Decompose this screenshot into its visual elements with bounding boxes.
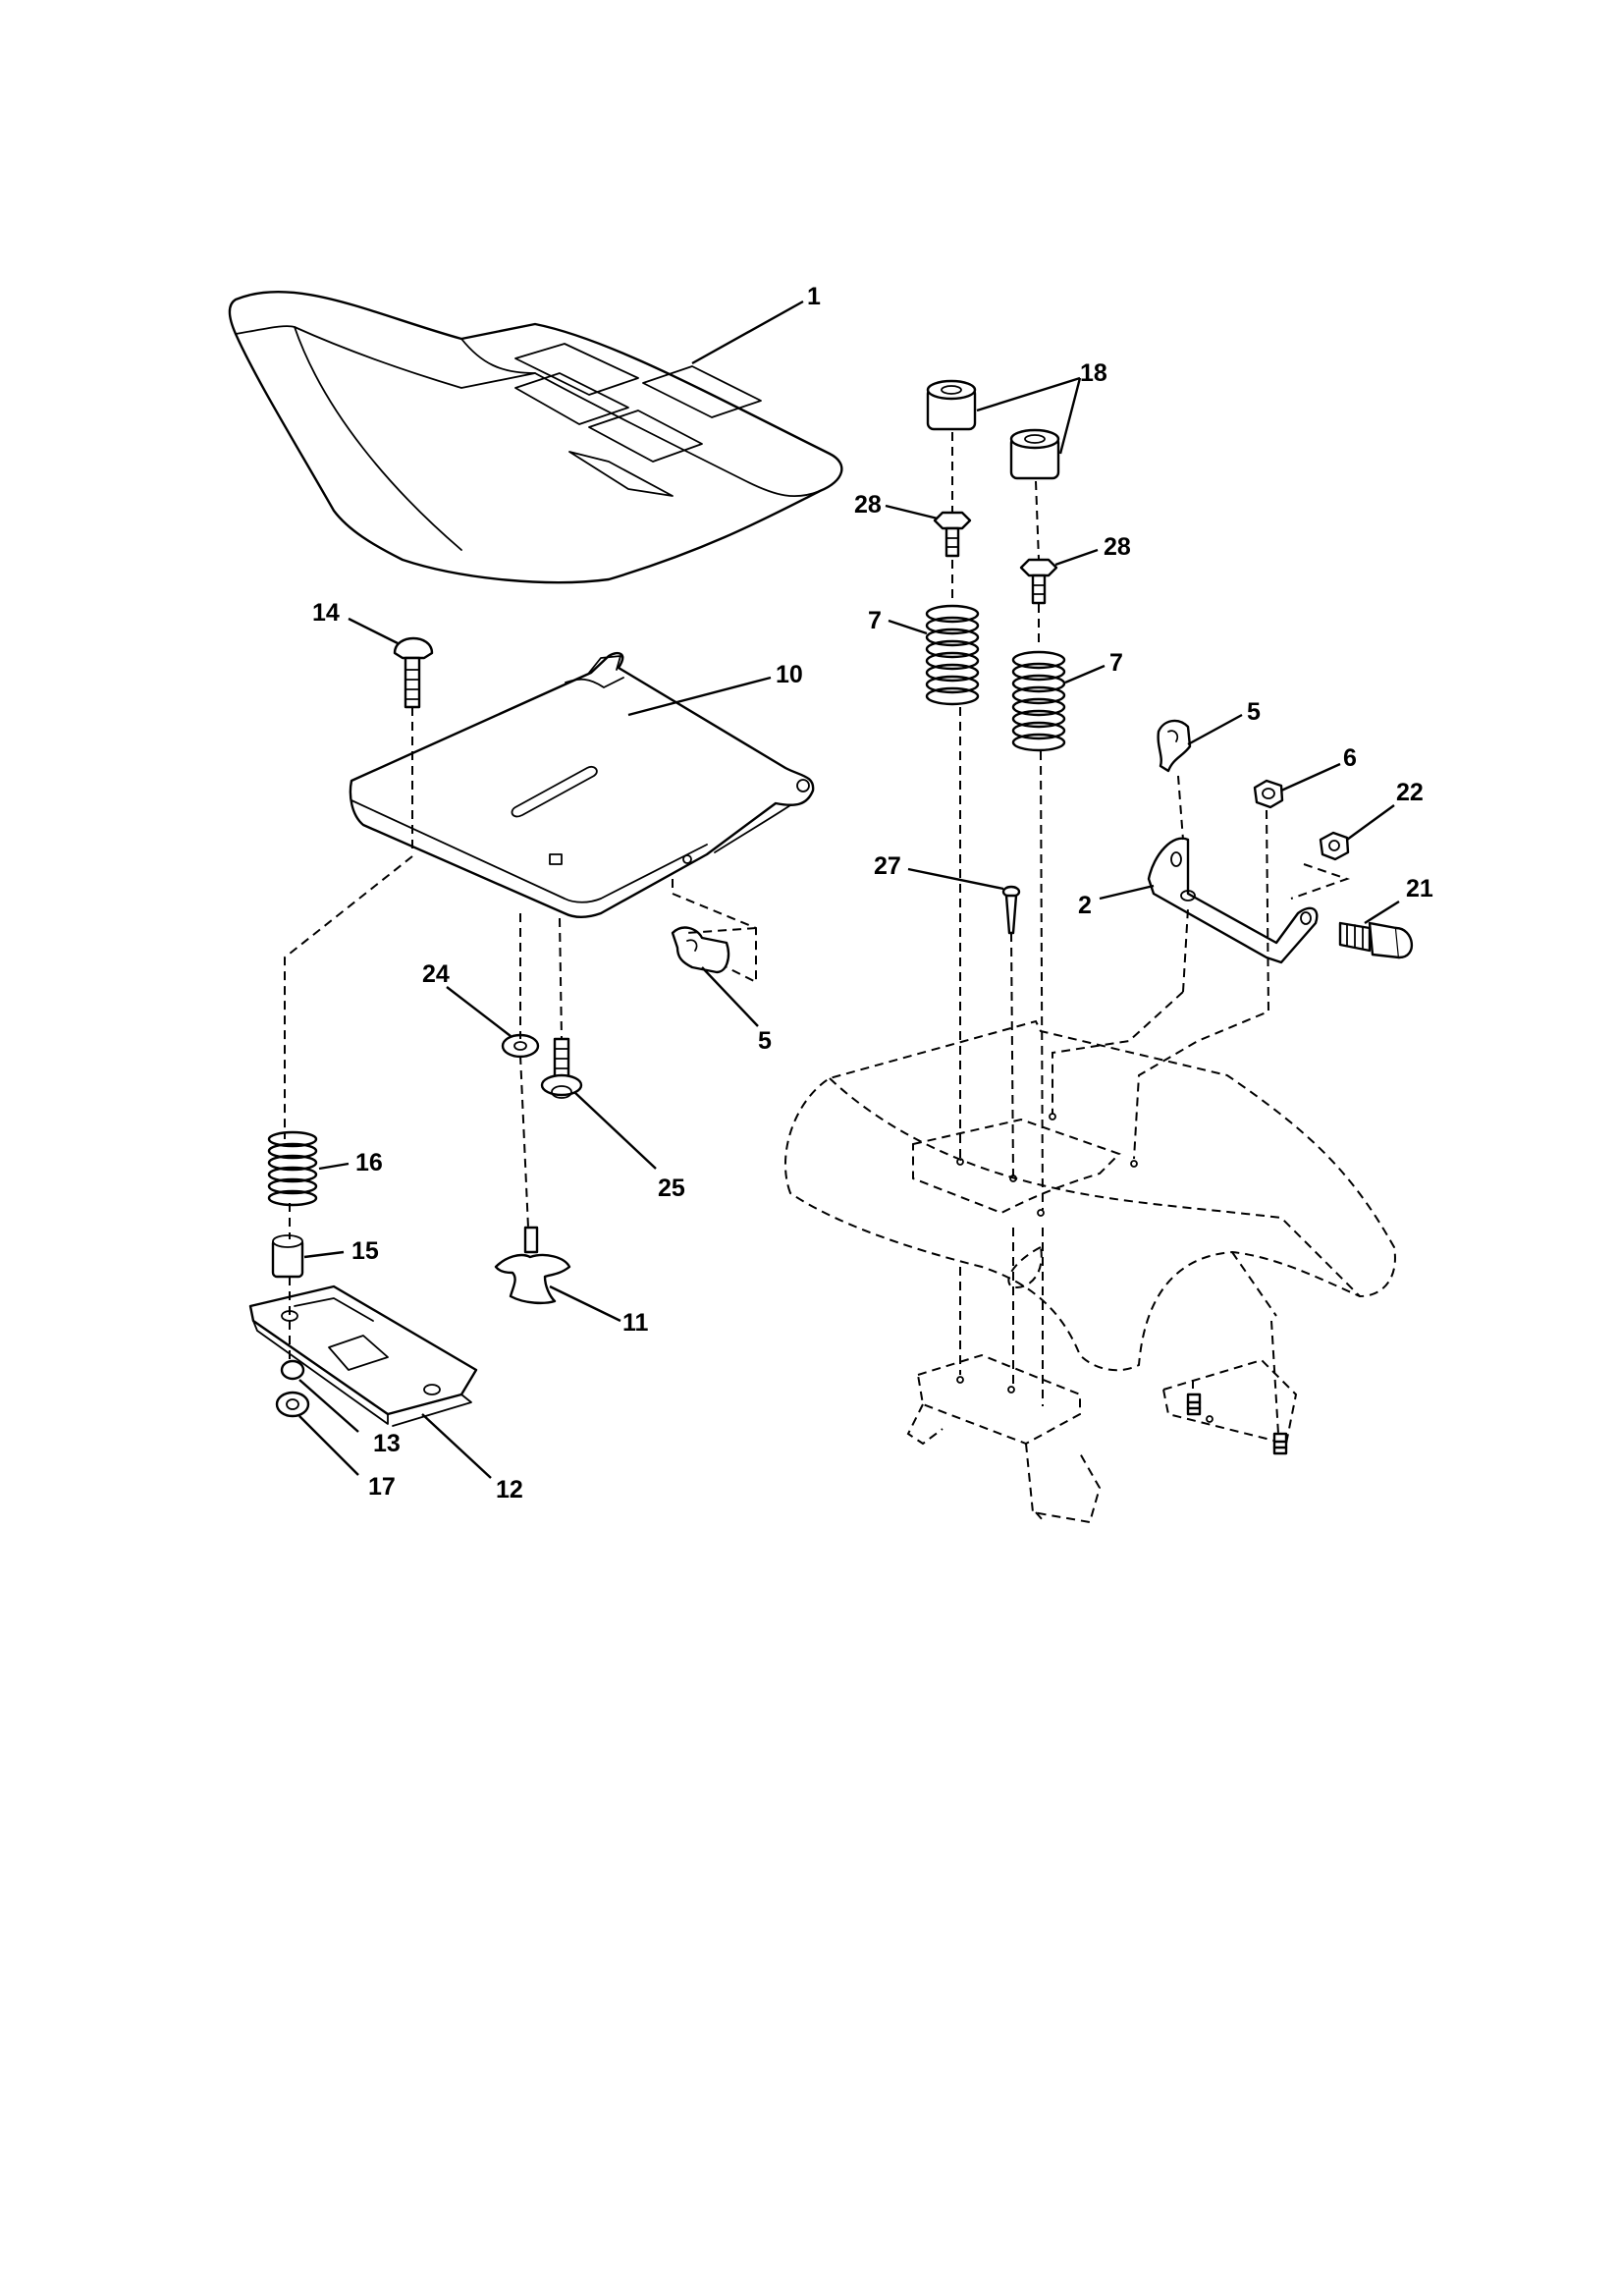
spacer-illustration — [271, 1234, 345, 1279]
label-seat-pan: 10 — [776, 661, 803, 688]
nut-13-illustration — [280, 1359, 359, 1433]
label-clip-lower: 5 — [758, 1027, 772, 1055]
bracket-illustration — [1099, 837, 1319, 964]
left-assembly-lines — [284, 707, 757, 1365]
label-pin-27: 27 — [874, 852, 901, 880]
right-assembly-lines — [951, 432, 1351, 1435]
label-bolt-21: 21 — [1406, 875, 1433, 902]
label-screw-28-left: 28 — [854, 491, 882, 519]
nut-22-illustration — [1319, 804, 1395, 861]
clip-lower-illustration — [671, 926, 759, 1027]
spring-7-left-illustration — [888, 604, 980, 706]
spring-16-illustration — [267, 1130, 350, 1207]
screw-28-left-illustration — [885, 504, 972, 558]
part-labels: 1 18 28 28 7 7 14 10 5 6 22 27 21 2 24 5… — [312, 283, 1433, 1503]
knob-illustration — [494, 1226, 621, 1323]
label-nut-13: 13 — [373, 1430, 401, 1457]
label-nut-17: 17 — [368, 1473, 396, 1501]
label-spring-7-right: 7 — [1109, 649, 1123, 677]
label-slide-plate: 12 — [496, 1476, 523, 1503]
clip-upper-illustration — [1157, 713, 1243, 773]
label-spring-16: 16 — [355, 1149, 383, 1176]
label-bracket: 2 — [1078, 892, 1092, 919]
label-nut-6: 6 — [1343, 744, 1357, 772]
screw-28-right-illustration — [1019, 548, 1099, 605]
label-nut-22: 22 — [1396, 779, 1424, 806]
label-washer: 24 — [422, 960, 450, 988]
carriage-bolt-illustration — [348, 617, 434, 709]
nut-6-illustration — [1253, 762, 1341, 809]
label-seat: 1 — [807, 283, 821, 310]
label-spring-7-left: 7 — [868, 607, 882, 634]
screw-25-illustration — [540, 1037, 657, 1170]
bushings-illustration — [926, 376, 1082, 480]
label-knob: 11 — [622, 1309, 649, 1337]
label-spacer: 15 — [351, 1237, 379, 1265]
pin-27-illustration — [907, 867, 1021, 935]
label-screw-28-right: 28 — [1104, 533, 1131, 561]
seat-pan-illustration — [349, 652, 815, 918]
label-clip-upper: 5 — [1247, 698, 1261, 726]
washer-illustration — [446, 986, 540, 1059]
slide-plate-illustration — [248, 1285, 492, 1479]
label-bushings: 18 — [1080, 359, 1107, 387]
nut-17-illustration — [275, 1391, 359, 1476]
label-carriage-bolt: 14 — [312, 599, 340, 627]
label-screw-25: 25 — [658, 1175, 685, 1202]
tractor-fender-outline — [784, 1019, 1396, 1524]
spring-7-right-illustration — [1011, 650, 1106, 752]
bolt-21-illustration — [1338, 900, 1414, 959]
seat-illustration — [228, 290, 843, 584]
